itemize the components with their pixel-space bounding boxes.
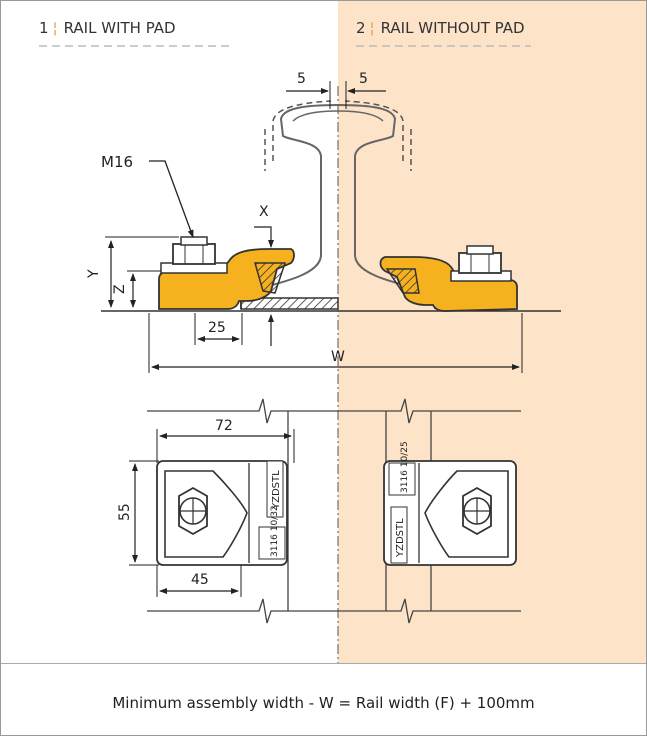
plan-rail-bottom [147, 598, 521, 624]
dim-w-label: W [331, 349, 345, 365]
technical-drawing: M16 5 5 X Y Z 25 W [39, 45, 561, 663]
left-stamp-code: 3116 10/32 [270, 505, 280, 557]
section-title: RAIL WITH PAD [63, 19, 176, 37]
dim-72-label: 72 [215, 418, 233, 434]
right-wedge-insert [385, 268, 420, 294]
right-stamp-box [390, 506, 408, 564]
header-divider-icon: ¦ [52, 19, 58, 37]
dim-5-right: 5 [359, 71, 368, 87]
dim-25-label: 25 [208, 320, 226, 336]
right-bolt-tip [466, 245, 494, 255]
footer: Minimum assembly width - W = Rail width … [1, 663, 646, 735]
right-plate-plan: 3116 10/25 YZDSTL [383, 441, 517, 566]
left-stamp-code-box [258, 526, 286, 560]
left-stamp-brand: YZDSTL [271, 470, 282, 510]
left-plate-plan: YZDSTL 3116 10/32 [156, 460, 288, 566]
gap-x-label: X [259, 204, 269, 220]
right-plate-outline [383, 460, 517, 566]
left-bolt-tip [180, 236, 208, 246]
dim-55-label: 55 [117, 503, 133, 521]
rail-profile [240, 103, 436, 309]
right-clip-outline [424, 470, 509, 558]
right-clamp [379, 245, 518, 312]
rail-pad [240, 297, 339, 310]
right-stamp-brand: YZDSTL [395, 518, 406, 558]
dim-z-label: Z [112, 284, 128, 294]
rail-displacement-left [272, 100, 332, 161]
rail-profile-inner [292, 110, 384, 122]
left-clamp [158, 236, 295, 310]
bolt-leader [149, 160, 194, 238]
plan-rail-top [147, 398, 521, 424]
dim-45-label: 45 [191, 572, 209, 588]
section-number: 1 [39, 19, 49, 37]
dim-y-label: Y [86, 269, 102, 279]
left-clip-outline [164, 470, 248, 558]
right-nut [458, 252, 502, 274]
rail-displacement-right [344, 100, 404, 161]
bolt-label: M16 [101, 153, 133, 171]
header-divider-icon: ¦ [369, 19, 375, 37]
left-wedge-insert [254, 262, 287, 294]
gap-x-leader [254, 226, 274, 248]
section-number: 2 [356, 19, 366, 37]
assembly-width-caption: Minimum assembly width - W = Rail width … [112, 694, 535, 712]
left-plate-outline [156, 460, 288, 566]
right-stamp-code-box [388, 462, 416, 496]
section-title: RAIL WITHOUT PAD [380, 19, 525, 37]
right-stamp-code: 3116 10/25 [400, 441, 410, 493]
section-header-rail-without-pad: 2¦ RAIL WITHOUT PAD [356, 19, 525, 37]
dim-5-left: 5 [297, 71, 306, 87]
left-nut [172, 243, 216, 265]
section-header-rail-with-pad: 1¦ RAIL WITH PAD [39, 19, 176, 37]
left-stamp-box [266, 460, 284, 518]
